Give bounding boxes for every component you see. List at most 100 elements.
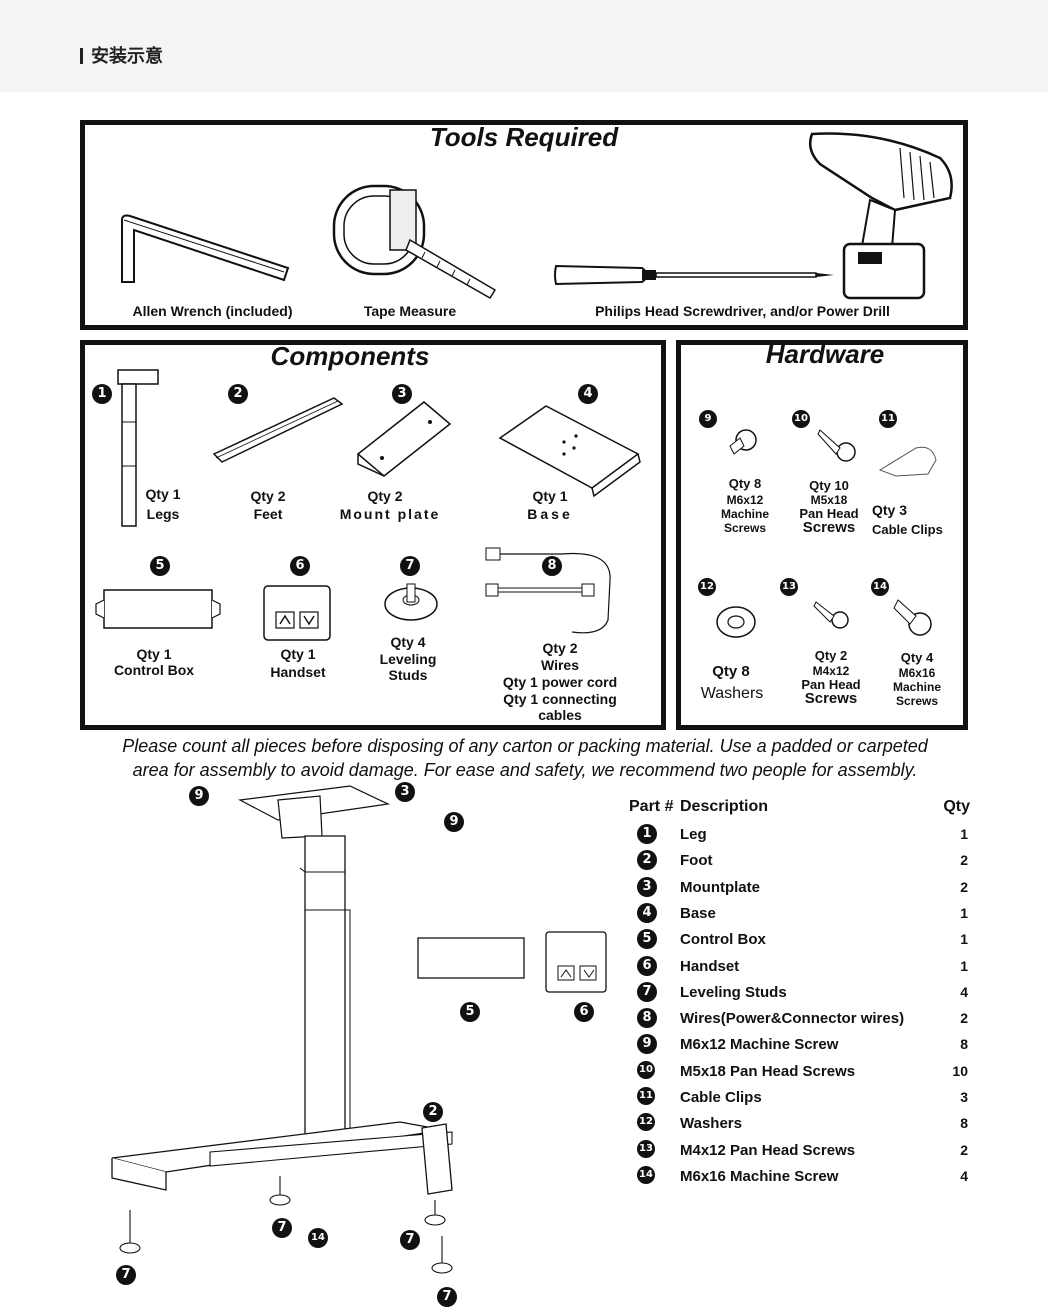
tool-label-allen: Allen Wrench (included) xyxy=(132,303,293,319)
parts-row-number: 7 xyxy=(637,981,657,1002)
foot-icon xyxy=(212,397,344,463)
screwdriver-icon xyxy=(554,264,834,286)
hw-qty-13: Qty 2 xyxy=(814,648,848,663)
parts-row-qty: 3 xyxy=(960,1089,968,1105)
parts-row: 1 Leg 1 xyxy=(626,824,976,846)
header-bar xyxy=(0,0,1048,92)
comp-name-4: Base xyxy=(527,506,573,522)
callout-9: 9 xyxy=(699,410,717,428)
parts-row-number: 1 xyxy=(637,824,657,844)
title-bar-marker xyxy=(80,48,83,64)
diagram-callout-6: 6 xyxy=(574,1002,594,1022)
parts-head-description: Description xyxy=(680,798,769,815)
parts-row: 11 Cable Clips 3 xyxy=(626,1087,976,1109)
hw-l3-9: Screws xyxy=(723,521,767,535)
parts-row-description: Leg xyxy=(680,826,707,843)
hw-l1-13: M4x12 xyxy=(812,664,850,678)
callout-14: 14 xyxy=(871,578,889,596)
hw-l2-9: Machine xyxy=(720,507,769,521)
wires-icon xyxy=(485,547,611,634)
tools-title: Tools Required xyxy=(429,122,619,152)
parts-row-qty: 1 xyxy=(960,931,968,948)
comp-extra-8b: Qty 1 connecting xyxy=(503,691,617,707)
comp-qty-2: Qty 2 xyxy=(250,488,286,504)
parts-row-description: Wires(Power&Connector wires) xyxy=(680,1010,905,1028)
mountplate-icon xyxy=(356,401,452,477)
hw-l1-9: M6x12 xyxy=(726,493,764,507)
parts-row-number: 11 xyxy=(637,1087,655,1105)
tape-measure-icon xyxy=(332,184,497,300)
comp-name-2: Feet xyxy=(253,506,283,522)
leg-icon xyxy=(117,369,159,527)
hw-l2-14: Machine xyxy=(892,680,941,694)
comp-name-7: Leveling Studs xyxy=(379,651,437,683)
parts-row-qty: 8 xyxy=(960,1036,968,1053)
parts-row-number: 9 xyxy=(637,1034,657,1055)
m6x16-screw-icon xyxy=(893,599,932,636)
parts-row-number: 6 xyxy=(637,955,657,976)
comp-qty-8: Qty 2 xyxy=(542,640,578,656)
comp-extra-8c: cables xyxy=(538,707,582,723)
callout-8: 8 xyxy=(542,556,562,576)
parts-row-description: Handset xyxy=(680,957,740,975)
hardware-box xyxy=(676,340,968,730)
parts-row-number: 13 xyxy=(637,1139,655,1158)
hw-l1-14: M6x16 xyxy=(898,666,936,680)
hw-qty-11: Qty 3 xyxy=(872,502,908,518)
base-icon xyxy=(498,405,641,498)
section-title: 安装示意 xyxy=(80,42,163,68)
washer-icon xyxy=(716,606,756,638)
m6x12-screw-icon xyxy=(729,429,757,455)
comp-name-1: Legs xyxy=(146,506,180,522)
allen-wrench-icon xyxy=(121,214,290,283)
callout-4: 4 xyxy=(578,384,598,404)
hw-l2-13: Pan Head xyxy=(801,677,861,692)
parts-row-description: M4x12 Pan Head Screws xyxy=(680,1141,856,1159)
parts-row-description: Washers xyxy=(680,1115,742,1133)
comp-name-6: Handset xyxy=(270,664,326,680)
parts-row-number: 4 xyxy=(637,902,657,923)
comp-qty-7: Qty 4 xyxy=(390,634,426,650)
tool-label-drill: Philips Head Screwdriver, and/or Power D… xyxy=(595,303,890,319)
parts-row-number: 10 xyxy=(637,1060,655,1079)
parts-head-part: Part # xyxy=(629,798,674,815)
callout-1: 1 xyxy=(92,384,112,404)
diagram-callout-9b: 9 xyxy=(444,812,464,832)
parts-row-description: Cable Clips xyxy=(680,1089,762,1106)
hw-qty-14: Qty 4 xyxy=(900,650,934,665)
callout-7: 7 xyxy=(400,556,420,576)
comp-name-8: Wires xyxy=(540,657,579,673)
comp-qty-4: Qty 1 xyxy=(532,488,568,504)
parts-row-number: 12 xyxy=(637,1113,655,1132)
diagram-callout-9a: 9 xyxy=(189,786,209,806)
control-box-icon xyxy=(95,589,221,629)
parts-row: 10 M5x18 Pan Head Screws 10 xyxy=(626,1060,976,1083)
diagram-callout-7d: 7 xyxy=(437,1287,457,1307)
parts-row-qty: 10 xyxy=(952,1062,968,1079)
parts-row-qty: 1 xyxy=(960,826,968,842)
leveling-stud-icon xyxy=(384,583,438,621)
parts-row-number: 14 xyxy=(637,1165,655,1184)
comp-qty-1: Qty 1 xyxy=(145,486,181,502)
hw-l1-11: Cable Clips xyxy=(872,522,943,537)
hw-qty-10: Qty 10 xyxy=(809,478,849,493)
parts-row-description: M5x18 Pan Head Screws xyxy=(680,1062,856,1080)
parts-row-description: Control Box xyxy=(680,931,766,949)
comp-extra-8a: Qty 1 power cord xyxy=(502,674,618,690)
comp-qty-3: Qty 2 xyxy=(367,488,403,504)
diagram-callout-2: 2 xyxy=(423,1102,443,1122)
callout-13: 13 xyxy=(780,578,798,596)
callout-3: 3 xyxy=(392,384,412,404)
assembly-note-line2: area for assembly to avoid damage. For e… xyxy=(132,760,918,780)
parts-row-qty: 1 xyxy=(960,904,968,921)
hw-qty-9: Qty 8 xyxy=(728,476,762,491)
diagram-callout-7a: 7 xyxy=(272,1218,292,1238)
